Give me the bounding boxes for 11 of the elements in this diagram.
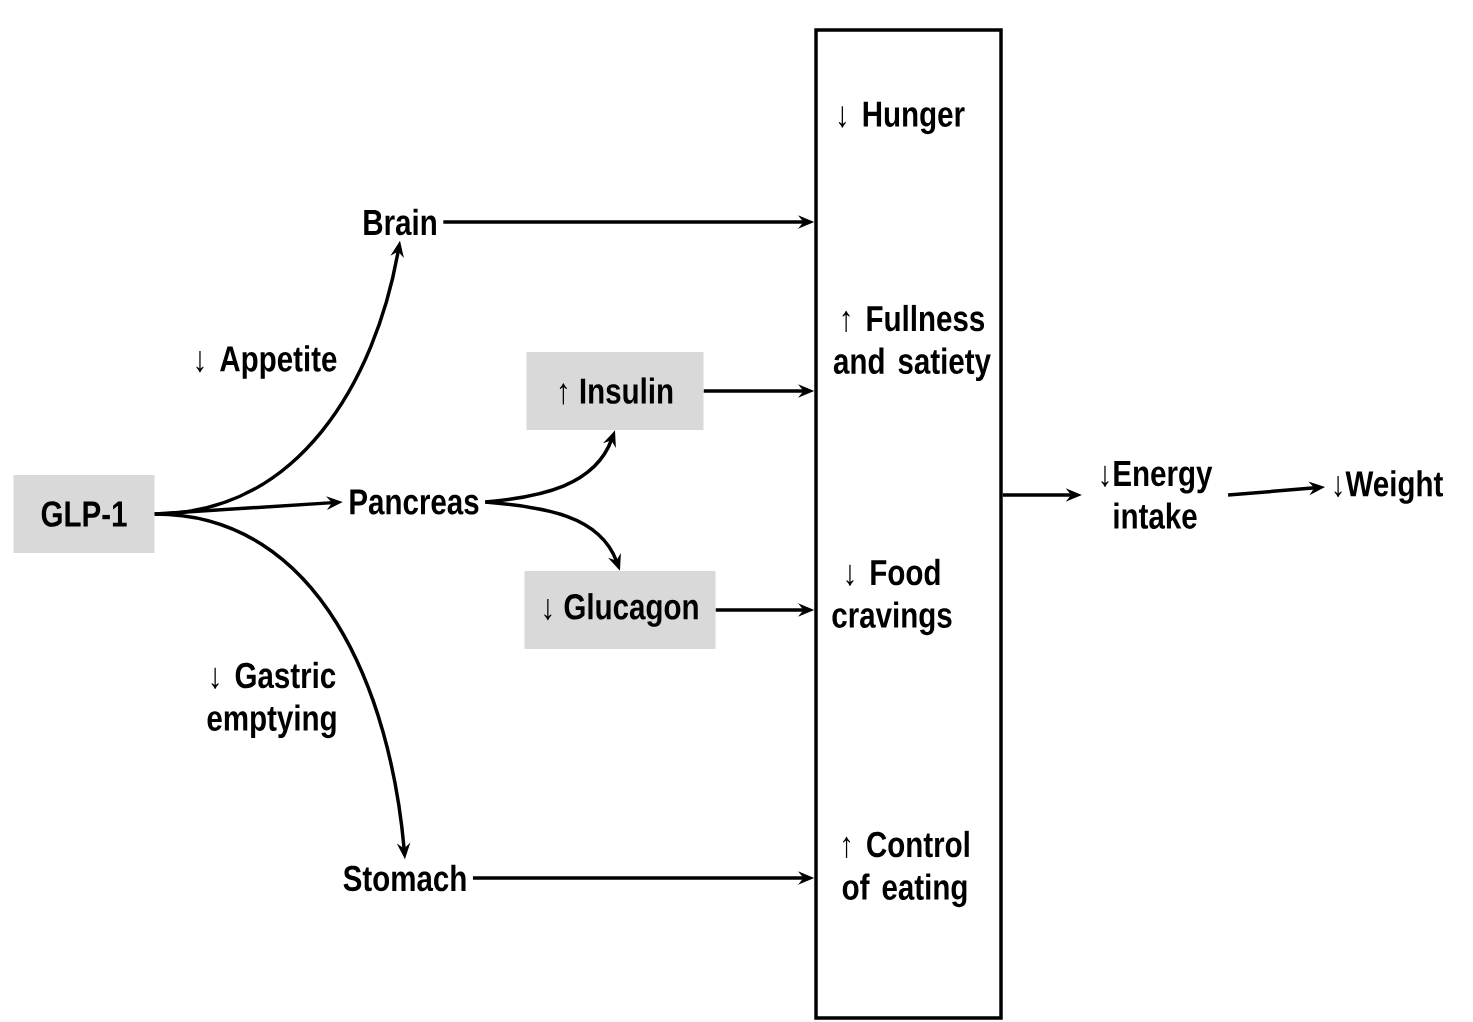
edge-label: ↓ Appetite	[182, 342, 348, 382]
text-label: ↓Weight	[1334, 470, 1443, 504]
text-label: Pancreas	[350, 489, 479, 515]
text-label: Stomach	[343, 864, 466, 892]
outcome-box: ↓ Hunger ↑ Fullness and satiety ↓ Food cravings ↑ Control of eating	[814, 28, 1003, 1020]
label-box: ↓ Glucagon	[524, 571, 716, 649]
label-box: GLP-1	[13, 475, 155, 553]
label-box: ↑ Insulin	[526, 352, 704, 430]
text-label: ↓Energy intake	[1101, 461, 1213, 529]
edge-label: ↓ Gastric emptying	[194, 659, 350, 741]
text-label: Brain	[364, 208, 436, 236]
